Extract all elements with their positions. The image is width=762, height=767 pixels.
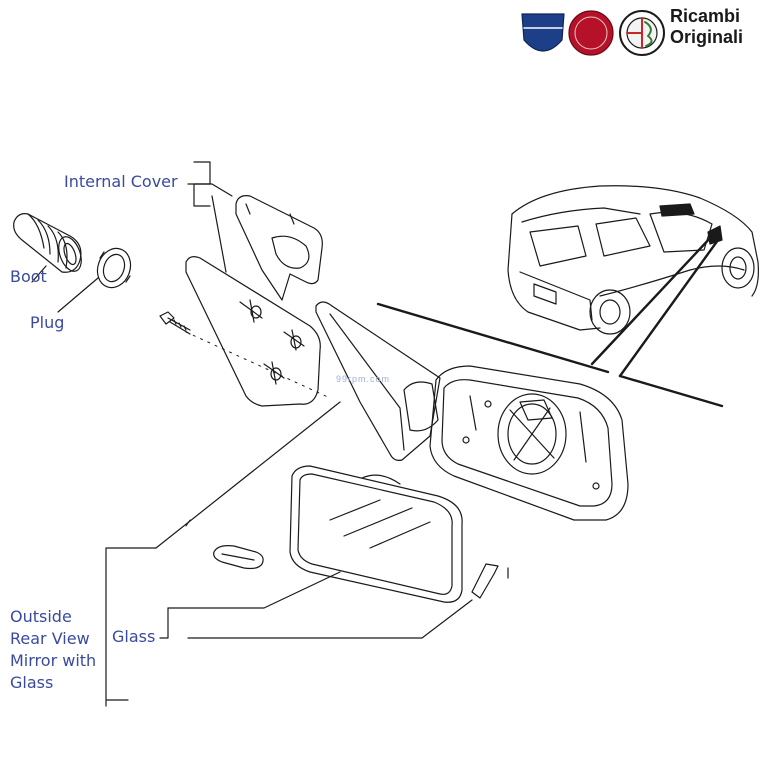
car-pointer-line-3 [376,302,610,374]
glass-leader-b [187,599,473,639]
boot-part [13,213,82,273]
brand-line-2: Originali [670,27,744,47]
label-assembly-line-2: Rear View [10,629,90,648]
mirror-housing [429,365,629,521]
label-assembly-line-4: Glass [10,673,54,692]
brand-line-1: Ricambi [670,6,741,26]
car-pointer-line-4 [618,374,724,408]
internal-cover-leader-b [211,195,227,273]
watermark: 99rpm.com [336,374,391,384]
brand-text: Ricambi Originali [670,6,743,48]
label-assembly: Outside Rear View Mirror with Glass [10,606,96,694]
mirror-arm [315,301,441,461]
label-assembly-line-3: Mirror with [10,651,97,670]
label-assembly-line-1: Outside [10,607,72,626]
internal-cover-part [235,195,323,301]
plug-part [96,247,132,289]
mirror-glass-part [289,465,463,603]
small-gasket-part [213,545,264,570]
label-boot: Boot [10,267,47,286]
label-plug: Plug [30,313,65,332]
assembly-bracket [105,547,157,707]
glass-bracket [159,607,169,639]
glass-leader-a [167,571,341,609]
internal-cover-leader-a [187,183,233,197]
car-pointer-line-1 [590,234,714,366]
alfa-romeo-logo [619,10,665,56]
label-internal-cover: Internal Cover [64,172,178,191]
car-illustration [507,185,759,335]
label-glass: Glass [112,627,156,646]
clip-part [471,563,509,599]
plug-leader [57,277,99,313]
car-pointer-line-2 [618,238,720,378]
screw-part [159,311,191,335]
lancia-logo [521,13,565,52]
assembly-axis-line [185,331,331,399]
assembly-leader-dash [185,519,191,527]
assembly-leader [155,401,341,549]
boot-leader [31,265,47,283]
fiat-logo [568,10,614,56]
